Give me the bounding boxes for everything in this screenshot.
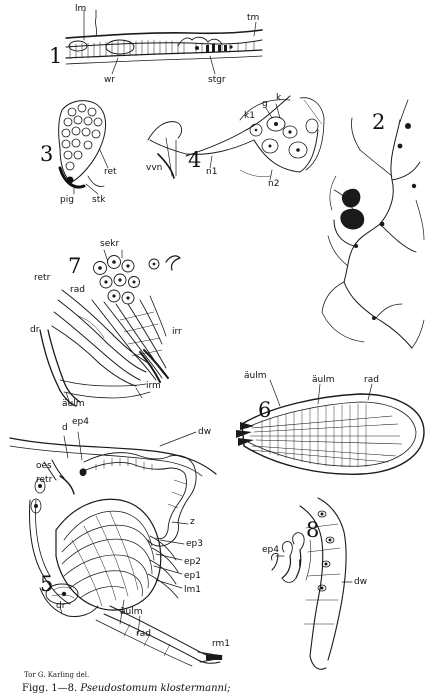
fig4-label-vvn: vvn [146, 163, 163, 173]
caption-prefix: Figg. 1—8. [22, 683, 78, 694]
fig5-label-ep4: ep4 [72, 417, 89, 427]
fig5-label-rm1: rm1 [212, 639, 231, 649]
fig7-label-irr: irr [172, 327, 182, 337]
fig4-tissue [147, 95, 325, 181]
fig6-label-rad: rad [364, 375, 379, 385]
fig4-label-k: k [276, 93, 282, 103]
fig3-label-ret: ret [104, 167, 117, 177]
fig7-label-irm: irm [146, 381, 161, 391]
fig3-eye [58, 100, 109, 195]
fig5-label-rad: rad [136, 629, 151, 639]
fig1-body-wall [65, 9, 263, 75]
fig1-label-stgr: stgr [208, 75, 226, 85]
fig5-label-oes: oes [36, 461, 52, 471]
fig1-label-tm: tm [247, 13, 260, 23]
fig3-number: 3 [40, 142, 54, 166]
fig7-label-dr: dr [30, 325, 40, 335]
fig5-label-z: z [190, 517, 195, 527]
fig4-label-k1: k1 [244, 111, 255, 121]
fig8-epithelium [271, 497, 353, 670]
fig4-label-n1: n1 [206, 167, 218, 177]
fig4-number: 4 [188, 148, 202, 172]
fig4-label-n2: n2 [268, 179, 280, 189]
fig7-label-rad: rad [70, 285, 85, 295]
fig5-label-dr: dr [56, 601, 66, 611]
caption-species: Pseudostomum klostermanni; [80, 683, 231, 694]
fig3-label-stk: stk [92, 195, 106, 205]
fig3-label-pig: pig [60, 195, 74, 205]
fig7-label-sekr: sekr [100, 239, 120, 249]
fig5-label-ep2: ep2 [184, 557, 201, 567]
plate-caption: Figg. 1—8. Pseudostomum klostermanni; [22, 683, 231, 694]
fig5-number: 5 [40, 572, 54, 596]
fig5-label-ep1: ep1 [184, 571, 201, 581]
fig8-label-dw: dw [354, 577, 368, 587]
fig8-label-ep4: ep4 [262, 545, 279, 555]
fig6-pharynx [236, 379, 425, 475]
fig5-label-ep3: ep3 [186, 539, 203, 549]
fig5-label-aulm: äulm [120, 607, 143, 617]
fig4-label-g: g [262, 99, 268, 109]
fig6-number: 6 [258, 398, 272, 422]
fig5-label-lm1: lm1 [184, 585, 201, 595]
fig5-section [9, 431, 223, 667]
fig7-number: 7 [68, 254, 82, 278]
fig5-label-retr: retr [36, 475, 53, 485]
fig5-label-d: d [62, 423, 68, 433]
fig8-number: 8 [306, 518, 320, 542]
fig7-rhabdite-tracts [39, 249, 181, 407]
fig2-nerve-net [321, 99, 425, 349]
fig7-label-retr: retr [34, 273, 51, 283]
fig1-label-wr: wr [104, 75, 116, 85]
fig6-label-aulm: äulm [312, 375, 335, 385]
fig5-label-dw: dw [198, 427, 212, 437]
fig6-label-aulm-left: äulm [244, 371, 267, 381]
fig7-label-aulm: äulm [62, 399, 85, 409]
artist-credit: Tor G. Karling del. [24, 671, 90, 679]
fig2-number: 2 [372, 110, 386, 134]
fig1-number: 1 [49, 44, 63, 68]
fig1-label-lm: lm [75, 4, 87, 14]
